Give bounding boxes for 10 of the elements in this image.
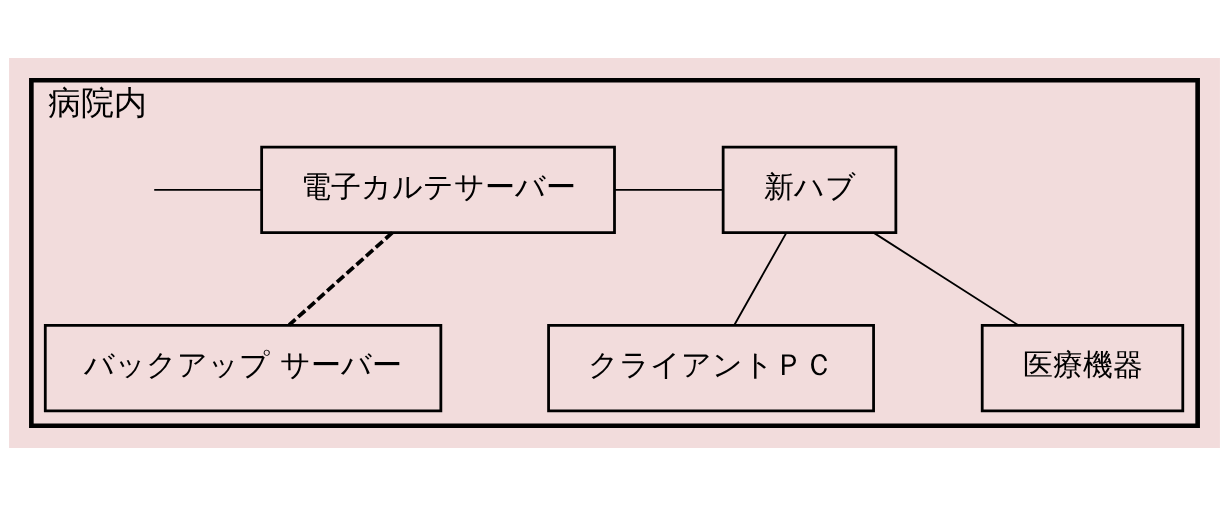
connector bbox=[733, 231, 788, 326]
node-box: クライアントＰＣ bbox=[547, 323, 875, 412]
node-box: 医療機器 bbox=[980, 323, 1185, 412]
connector bbox=[614, 188, 724, 191]
node-box: 電子カルテサーバー bbox=[260, 145, 616, 234]
node-box: 新ハブ bbox=[721, 145, 898, 234]
connector bbox=[872, 231, 1020, 326]
node-box: バックアップ サーバー bbox=[43, 323, 443, 412]
connector bbox=[153, 188, 263, 191]
connector bbox=[287, 230, 394, 326]
